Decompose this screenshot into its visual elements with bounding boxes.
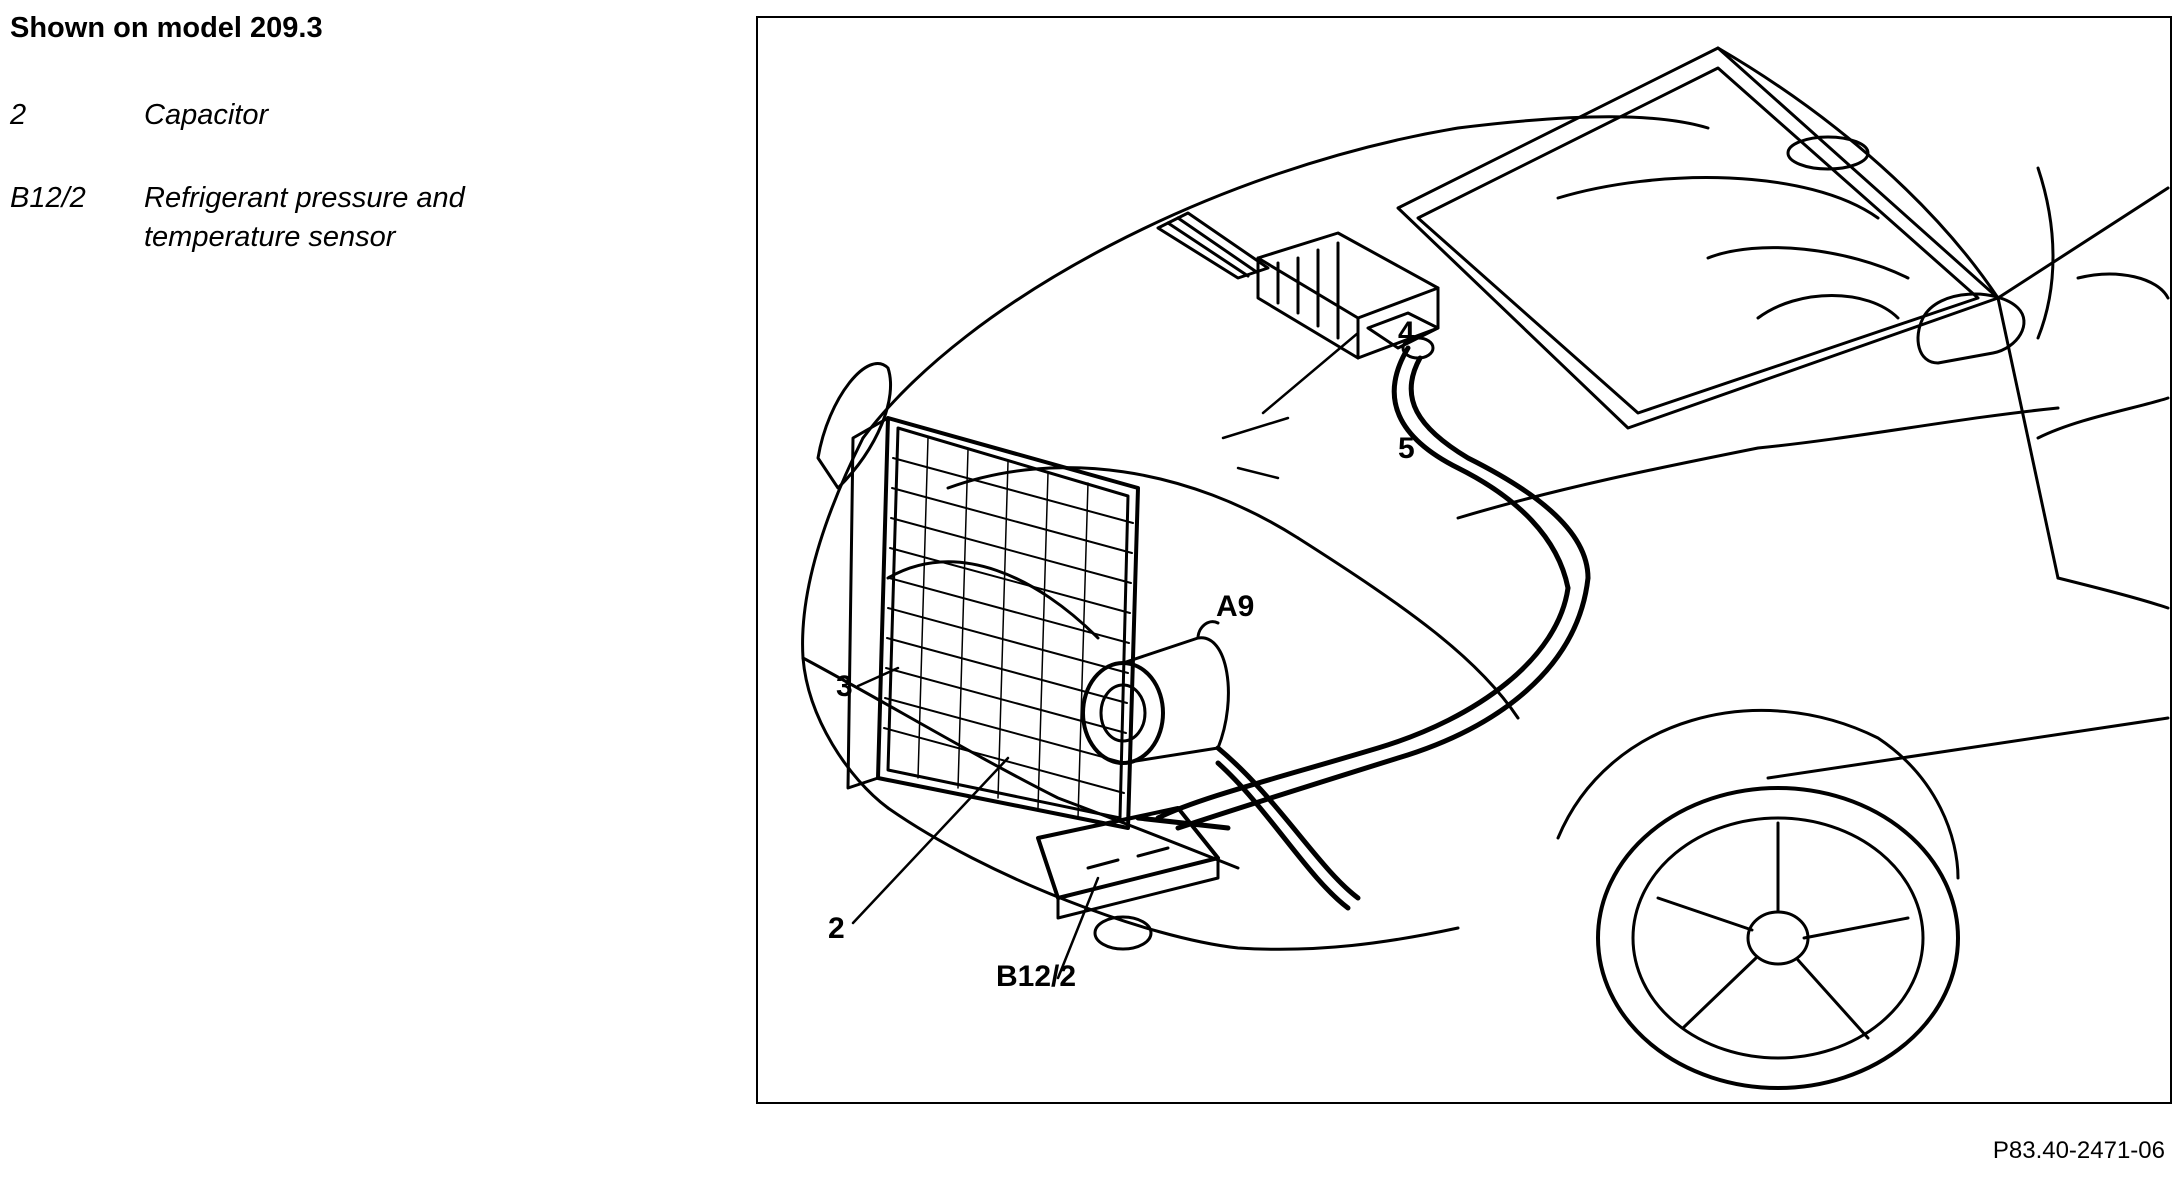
compressor-a9	[1081, 620, 1230, 765]
legend-description: Refrigerant pressure and temperature sen…	[144, 182, 465, 253]
page-title: Shown on model 209.3	[10, 12, 323, 44]
headlight	[816, 362, 1153, 951]
door-and-pillar	[1766, 186, 2170, 780]
callout-3: 3	[836, 670, 853, 703]
car-interior	[1556, 135, 2170, 340]
sensor-b12-2	[1036, 806, 1220, 920]
callout-5: 5	[1398, 432, 1415, 465]
legend-number: 2	[10, 99, 27, 131]
legend-description: Capacitor	[144, 99, 269, 131]
refrigerant-lines	[1135, 345, 1591, 911]
car-body-outline	[801, 115, 2060, 951]
legend: 2 Capacitor B12/2 Refrigerant pressure a…	[10, 96, 574, 257]
front-wheel	[1556, 709, 1960, 1090]
leader-lines	[851, 331, 1360, 980]
legend-item: B12/2 Refrigerant pressure and temperatu…	[10, 179, 574, 257]
car-diagram: 3 2 B12/2 A9 4 5	[801, 46, 2170, 1090]
callout-2: 2	[828, 912, 845, 945]
callouts: 3 2 B12/2 A9 4 5	[828, 316, 1415, 993]
cowl-vent	[1156, 211, 1270, 280]
callout-a9: A9	[1216, 590, 1254, 623]
windshield	[1396, 46, 2000, 430]
side-mirror	[1916, 292, 2026, 365]
figure-frame: 3 2 B12/2 A9 4 5	[756, 16, 2172, 1104]
callout-4: 4	[1398, 316, 1415, 349]
callout-b12-2: B12/2	[996, 960, 1076, 993]
figure-reference: P83.40-2471-06	[1992, 1137, 2165, 1164]
condenser-2	[846, 416, 1140, 830]
legend-item: 2 Capacitor	[10, 96, 574, 135]
legend-number: B12/2	[10, 182, 86, 214]
